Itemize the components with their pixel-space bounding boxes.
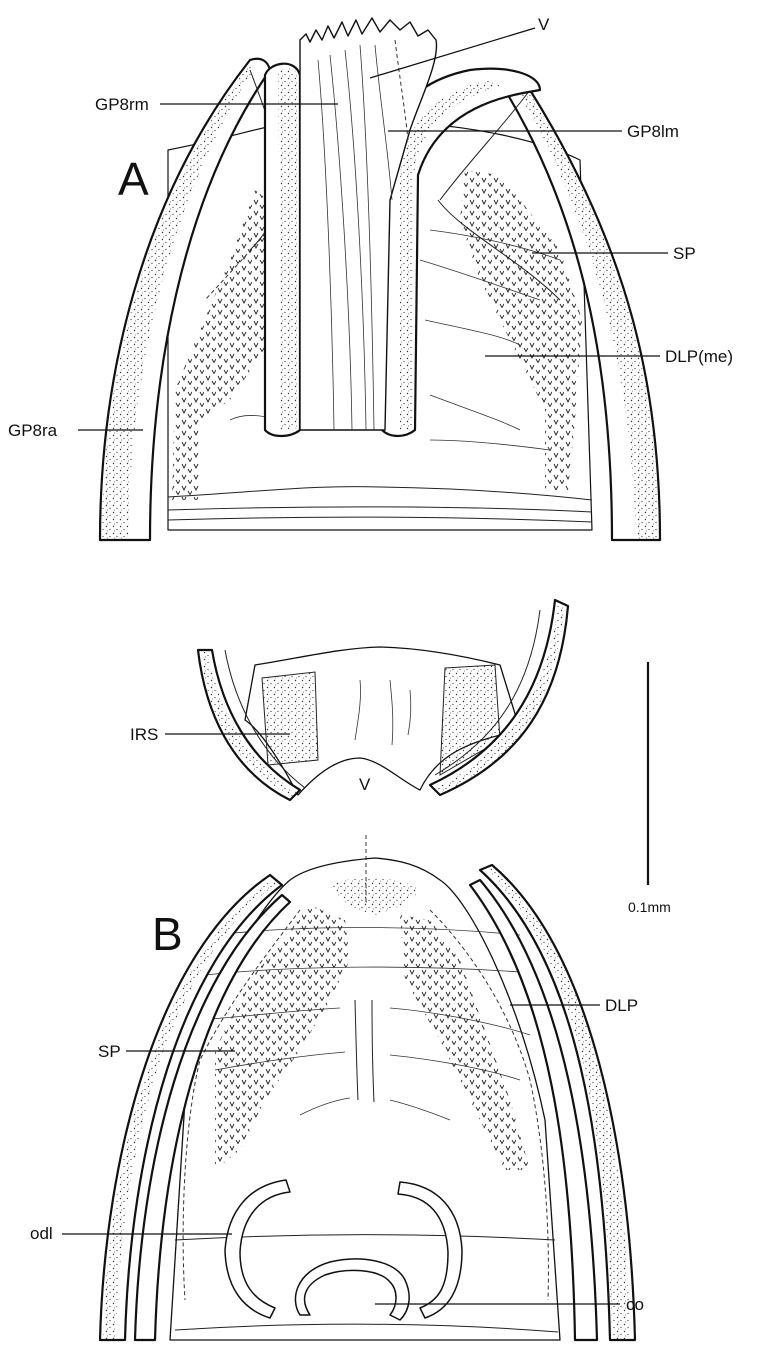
label-v-b: V (359, 775, 371, 794)
panel-irs: IRS (130, 600, 568, 800)
scale-bar: 0.1mm (628, 662, 671, 915)
label-gp8ra: GP8ra (8, 421, 58, 440)
panel-b-letter: B (152, 908, 183, 960)
label-sp-a: SP (673, 244, 696, 263)
label-dlp: DLP (605, 996, 638, 1015)
label-sp-b: SP (98, 1042, 121, 1061)
label-gp8lm: GP8lm (627, 122, 679, 141)
scale-bar-label: 0.1mm (628, 899, 671, 915)
panel-b: B (30, 775, 644, 1340)
label-co: co (626, 1295, 644, 1314)
label-irs: IRS (130, 725, 158, 744)
label-dlp-me: DLP(me) (665, 347, 733, 366)
label-v-a: V (538, 15, 550, 34)
irs-plate-left (262, 672, 318, 765)
panel-a-letter: A (118, 153, 149, 205)
panel-a: A (8, 15, 733, 540)
label-odl: odl (30, 1224, 53, 1243)
label-gp8rm: GP8rm (95, 95, 149, 114)
gp8rm-stipple (278, 68, 297, 430)
